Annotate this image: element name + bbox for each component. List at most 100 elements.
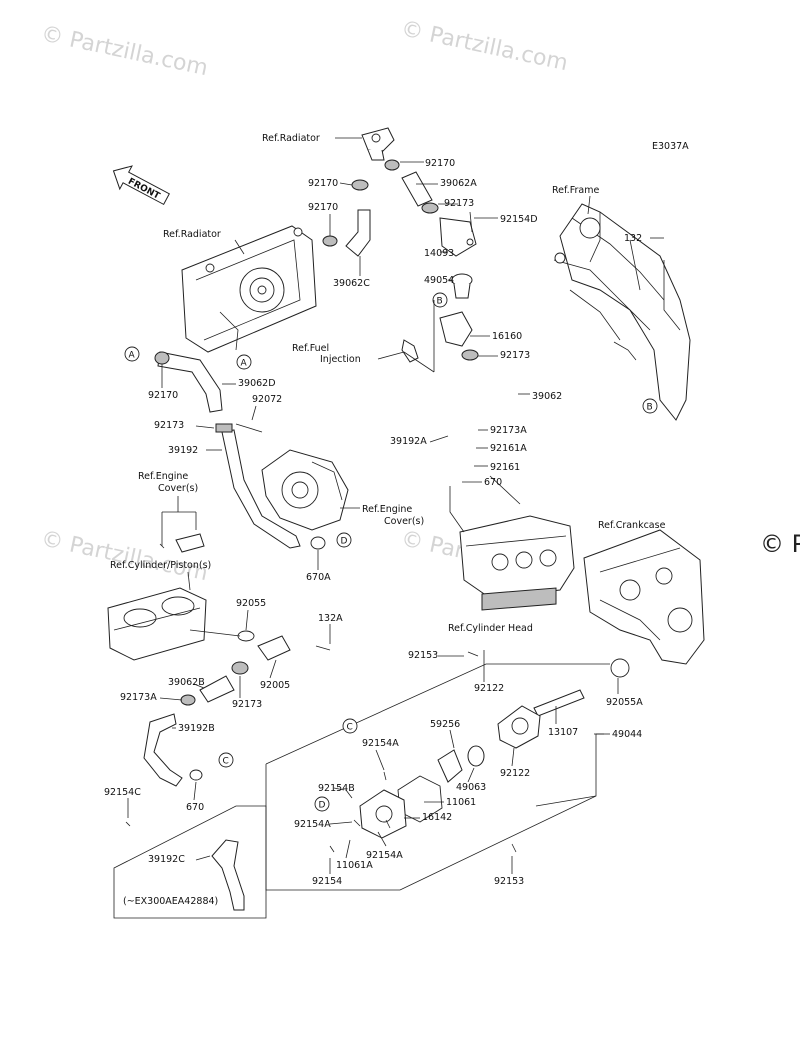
part-number-label[interactable]: 16160 [492, 331, 522, 342]
part-number-label[interactable]: 92170 [148, 390, 178, 401]
part-number-label[interactable]: 92173 [232, 699, 262, 710]
hose-39062b [199, 675, 235, 703]
part-number-label[interactable]: 92173 [444, 198, 474, 209]
leader-line [511, 747, 515, 767]
clamp-icon [421, 202, 439, 214]
part-number-label[interactable]: 92161A [490, 443, 527, 454]
leader-line [333, 787, 345, 791]
serial-note: (~EX300AEA42884) [123, 896, 218, 907]
watermark-group: © Partzilla.com © Partzilla.com © Partzi… [39, 16, 800, 586]
front-arrow-icon: FRONT [112, 165, 170, 206]
cylinder-icon [107, 587, 207, 661]
watermark-edge: © P [760, 530, 800, 558]
part-number-label[interactable]: 49044 [612, 729, 642, 740]
hose-39062a [401, 171, 433, 207]
part-number-label[interactable]: 92072 [252, 394, 282, 405]
part-number-label[interactable]: 92154A [294, 819, 331, 830]
part-number-label[interactable]: 39192A [390, 436, 427, 447]
part-number-label[interactable]: 92055 [236, 598, 266, 609]
crankcase-icon [583, 529, 705, 665]
pipe-39192c [211, 839, 245, 911]
part-number-label[interactable]: 670 [186, 802, 204, 813]
part-number-label[interactable]: 92055A [606, 697, 643, 708]
part-number-label[interactable]: 92170 [308, 202, 338, 213]
part-number-label[interactable]: 13107 [548, 727, 578, 738]
callout-a-2: A [236, 354, 252, 370]
part-number-label[interactable]: 92005 [260, 680, 290, 691]
leader-line [195, 425, 215, 429]
part-number-label[interactable]: 92173 [154, 420, 184, 431]
part-number-label[interactable]: 92122 [500, 768, 530, 779]
leader-line [193, 683, 205, 689]
part-number-label[interactable]: 49063 [456, 782, 486, 793]
ref-crankcase-label: Ref.Crankcase [598, 520, 666, 531]
clamp-icon [322, 235, 338, 247]
leader-line [159, 697, 183, 701]
part-number-label[interactable]: 39062D [238, 378, 276, 389]
leader-line [251, 405, 257, 421]
part-number-label[interactable]: 132 [624, 233, 642, 244]
watermark: © Partzilla.com [399, 16, 570, 76]
ref-engine-cover-left-label-1: Ref.Engine [138, 471, 188, 482]
thermostat-housing-icon [439, 217, 477, 257]
leader-line [375, 749, 385, 771]
ref-cylinder-head-label: Ref.Cylinder Head [448, 623, 533, 634]
leader-line [269, 659, 277, 679]
svg-text:B: B [437, 297, 443, 307]
part-number-label[interactable]: 92154D [500, 214, 538, 225]
seal-icon [467, 745, 485, 767]
impeller-icon [437, 749, 463, 783]
part-number-label[interactable]: 92122 [474, 683, 504, 694]
part-number-label[interactable]: 670 [484, 477, 502, 488]
part-number-label[interactable]: 670A [306, 572, 331, 583]
serial-box [113, 805, 267, 919]
part-number-label[interactable]: 92173A [120, 692, 157, 703]
leader-line [467, 767, 475, 783]
part-number-label[interactable]: 59256 [430, 719, 460, 730]
part-number-label[interactable]: 39192 [168, 445, 198, 456]
part-number-label[interactable]: 92153 [408, 650, 438, 661]
part-number-label[interactable]: 49054 [424, 275, 454, 286]
part-number-label[interactable]: 92154 [312, 876, 342, 887]
part-number-label[interactable]: 92173A [490, 425, 527, 436]
leader-line [449, 729, 455, 749]
hose-39062d [157, 351, 223, 413]
fitting-16160-icon [439, 311, 473, 347]
part-number-label[interactable]: 39062 [532, 391, 562, 402]
part-number-label[interactable]: 39192B [178, 723, 215, 734]
leader-line [193, 781, 197, 801]
part-number-label[interactable]: 92154B [318, 783, 355, 794]
part-number-label[interactable]: 39192C [148, 854, 185, 865]
part-number-label[interactable]: 39062B [168, 677, 205, 688]
part-number-label[interactable]: 39062A [440, 178, 477, 189]
part-number-label[interactable]: 92153 [494, 876, 524, 887]
leader-line [329, 821, 353, 825]
o-ring-icon [610, 658, 630, 678]
pipe-39192 [221, 429, 301, 549]
leader-line [245, 609, 249, 631]
part-number-label[interactable]: 92173 [500, 350, 530, 361]
part-label-group: 9217092170921709217039062A9217392154D140… [104, 158, 664, 887]
part-number-label[interactable]: 14093 [424, 248, 454, 259]
o-ring-icon [189, 769, 203, 781]
cylinder-head-icon [459, 515, 575, 611]
part-number-label[interactable]: 92161 [490, 462, 520, 473]
part-number-label[interactable]: 132A [318, 613, 343, 624]
frame-icon [553, 203, 691, 421]
part-number-label[interactable]: 92170 [308, 178, 338, 189]
ref-fuel-injection-label-2: Injection [320, 354, 361, 365]
part-number-label[interactable]: 16142 [422, 812, 452, 823]
svg-text:D: D [319, 801, 326, 811]
part-number-label[interactable]: 92154C [104, 787, 141, 798]
clamp-icon [154, 351, 170, 365]
part-number-label[interactable]: 11061A [336, 860, 373, 871]
part-number-label[interactable]: 11061 [446, 797, 476, 808]
part-number-label[interactable]: 92154A [362, 738, 399, 749]
ref-fuel-injection-label-1: Ref.Fuel [292, 343, 329, 354]
part-number-label[interactable]: 39062C [333, 278, 370, 289]
engine-cover-icon [261, 449, 349, 531]
part-number-label[interactable]: 92170 [425, 158, 455, 169]
leader-line [195, 855, 211, 861]
part-number-label[interactable]: 92154A [366, 850, 403, 861]
callout-c-2: C [342, 718, 358, 734]
